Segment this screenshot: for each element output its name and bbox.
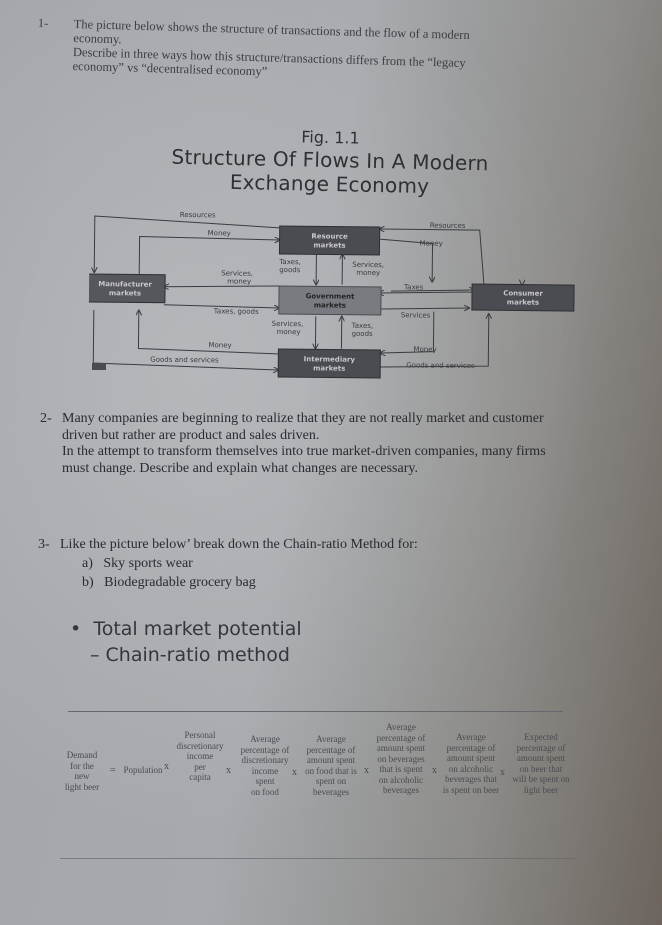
box-consumer-markets: Consumer markets — [471, 283, 575, 312]
svg-text:money: money — [277, 328, 301, 336]
svg-text:goods: goods — [279, 266, 301, 274]
svg-text:Money: Money — [208, 229, 231, 237]
figure-caption: Fig. 1.1 Structure Of Flows In A Modern … — [129, 124, 530, 200]
svg-text:Government: Government — [306, 292, 355, 301]
svg-text:Taxes, goods: Taxes, goods — [213, 307, 259, 315]
svg-text:markets: markets — [109, 289, 141, 297]
item-text: Sky sports wear — [103, 556, 193, 571]
svg-text:Resources: Resources — [430, 222, 466, 230]
svg-text:Taxes: Taxes — [403, 283, 424, 291]
question-1: 1- The picture below shows the structure… — [36, 16, 577, 87]
item-label: b) — [82, 575, 94, 590]
svg-text:markets: markets — [313, 364, 345, 372]
svg-text:goods: goods — [352, 330, 374, 338]
svg-text:Money: Money — [413, 345, 436, 353]
flow-diagram: Resource markets Manufacturer markets Go… — [84, 198, 650, 394]
formula-term-population: Population — [123, 765, 163, 775]
question-3-item-a: a) Sky sports wear — [82, 554, 638, 573]
question-2-number: 2- — [40, 411, 52, 426]
svg-text:Intermediary: Intermediary — [304, 355, 356, 364]
box-resource-markets: Resource markets — [278, 225, 381, 256]
svg-text:Services,: Services, — [352, 261, 384, 269]
multiply-sign: x — [292, 767, 297, 778]
slide-subheading: – Chain-ratio method — [90, 644, 290, 666]
svg-text:Taxes,: Taxes, — [351, 322, 374, 330]
question-2-line: must change. Describe and explain what c… — [62, 460, 418, 476]
question-2-line: Many companies are beginning to realize … — [62, 411, 544, 426]
multiply-sign: x — [500, 767, 505, 778]
multiply-sign: x — [164, 761, 169, 772]
slide-heading: • Total market potential — [70, 616, 302, 642]
question-3: 3- Like the picture below’ break down th… — [38, 535, 638, 592]
svg-text:money: money — [227, 277, 251, 285]
svg-text:Money: Money — [208, 341, 231, 349]
question-3-number: 3- — [38, 537, 50, 552]
divider-top — [68, 711, 563, 712]
svg-text:money: money — [356, 269, 380, 277]
bullet-icon: • — [70, 618, 82, 640]
multiply-sign: x — [226, 765, 231, 776]
question-2: 2- Many companies are beginning to reali… — [40, 411, 640, 477]
svg-text:Consumer: Consumer — [503, 289, 543, 297]
svg-text:Services,: Services, — [272, 320, 304, 328]
item-text: Biodegradable grocery bag — [104, 575, 256, 590]
svg-text:Goods and services: Goods and services — [406, 361, 475, 370]
equals-sign: = — [110, 765, 116, 776]
question-3-item-b: b) Biodegradable grocery bag — [82, 573, 638, 592]
svg-text:Services,: Services, — [221, 269, 253, 277]
box-manufacturer-markets: Manufacturer markets — [84, 273, 166, 304]
svg-text:Manufacturer: Manufacturer — [98, 280, 152, 289]
svg-text:Resources: Resources — [180, 211, 216, 219]
item-label: a) — [82, 556, 93, 571]
svg-text:markets: markets — [313, 241, 345, 249]
slide-heading-text: Total market potential — [93, 618, 302, 640]
box-intermediary-markets: Intermediary markets — [277, 348, 381, 379]
decorative-bar — [92, 363, 106, 370]
svg-text:markets: markets — [314, 301, 346, 309]
multiply-sign: x — [432, 765, 437, 776]
slide-excerpt: • Total market potential – Chain-ratio m… — [70, 616, 302, 668]
multiply-sign: x — [364, 765, 369, 776]
question-2-line: In the attempt to transform themselves i… — [62, 444, 546, 459]
divider-bottom — [60, 858, 575, 859]
svg-text:markets: markets — [507, 298, 539, 306]
box-government-markets: Government markets — [278, 285, 382, 316]
svg-text:Resource: Resource — [311, 232, 348, 240]
question-3-line: Like the picture below’ break down the C… — [60, 537, 418, 552]
svg-text:Taxes,: Taxes, — [278, 258, 301, 266]
question-1-number: 1- — [37, 16, 49, 31]
svg-text:Services: Services — [401, 311, 431, 319]
svg-text:Money: Money — [420, 239, 443, 247]
svg-text:Goods and services: Goods and services — [150, 356, 219, 365]
question-2-line: driven but rather are product and sales … — [62, 427, 320, 443]
